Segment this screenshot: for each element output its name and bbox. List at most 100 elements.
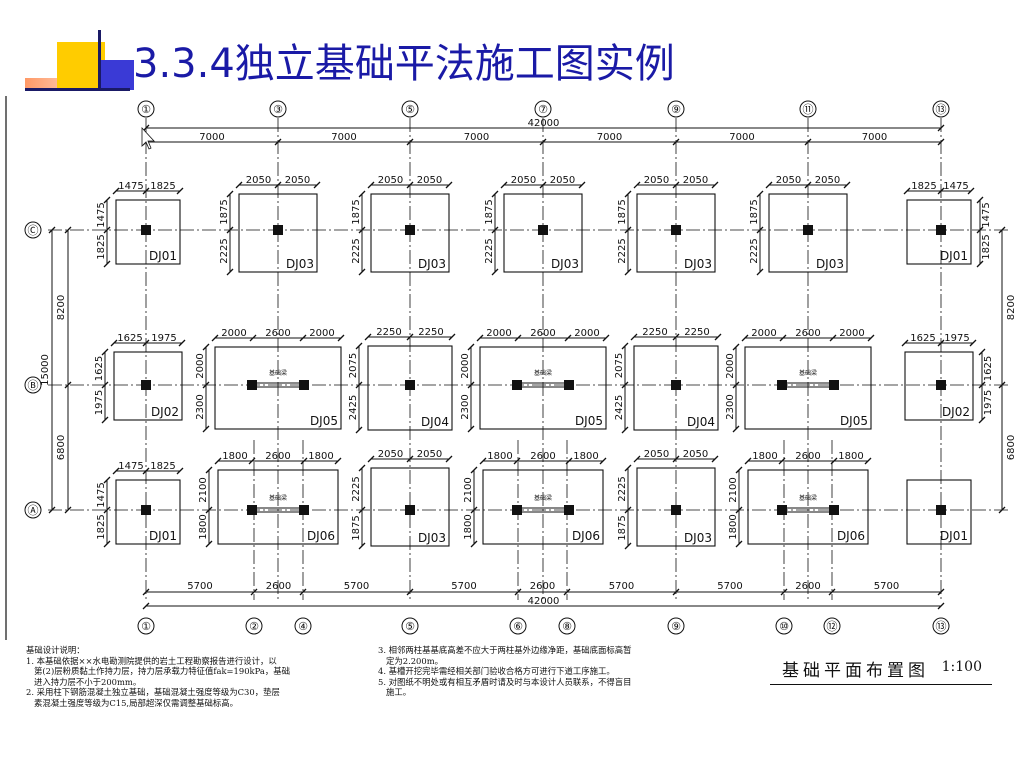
- dimension-tick: [672, 455, 680, 463]
- foundation-label: DJ06: [572, 529, 600, 543]
- column: [777, 505, 787, 515]
- column: [299, 380, 309, 390]
- dimension-tick: [672, 333, 680, 341]
- dimension-tick: [602, 334, 610, 342]
- dimension-tick: [64, 506, 72, 514]
- dimension-text: 2600: [795, 451, 820, 462]
- plan-title-block: 基础平面布置图 1:100: [770, 654, 992, 685]
- dimension-text: 2225: [351, 476, 362, 501]
- column: [538, 225, 548, 235]
- column: [671, 380, 681, 390]
- column: [936, 505, 946, 515]
- dimension-tick: [448, 333, 456, 341]
- dimension-text: 2050: [246, 175, 271, 186]
- dimension-tick: [491, 190, 499, 198]
- dimension-tick: [112, 187, 120, 195]
- dimension-tick: [901, 339, 909, 347]
- design-notes-right: 3. 相邻两柱基基底高差不应大于两柱基外边缘净距，基础底面标高暂 定为2.200…: [378, 645, 708, 698]
- dimension-text: 2300: [460, 394, 471, 419]
- dimension-tick: [633, 181, 641, 189]
- column: [405, 380, 415, 390]
- slide-title: 3.3.4独立基础平法施工图实例: [133, 41, 675, 87]
- dimension-text: 7000: [464, 132, 489, 143]
- dimension-text: 2050: [511, 175, 536, 186]
- foundation-label: DJ01: [149, 249, 177, 263]
- column: [564, 380, 574, 390]
- dimension-tick: [672, 181, 680, 189]
- column: [512, 505, 522, 515]
- dimension-text: 2000: [195, 353, 206, 378]
- foundation-label: DJ03: [418, 531, 446, 545]
- axis-label: ⑫: [827, 620, 838, 633]
- dimension-tick: [804, 181, 812, 189]
- dimension-text: 5700: [451, 581, 476, 592]
- dimension-text: 1475: [118, 461, 143, 472]
- dimension-text: 2000: [725, 353, 736, 378]
- dimension-text: 5700: [717, 581, 742, 592]
- design-note-line: 基础设计说明：: [26, 645, 85, 655]
- axis-label: Ⓐ: [28, 504, 39, 517]
- dimension-tick: [101, 416, 109, 424]
- column: [141, 380, 151, 390]
- dimension-text: 2600: [795, 328, 820, 339]
- dimension-tick: [48, 506, 56, 514]
- dimension-text: 1875: [749, 199, 760, 224]
- mouse-cursor-icon: [141, 126, 155, 150]
- dimension-tick: [756, 190, 764, 198]
- foundation-beam-label: 基础梁: [534, 494, 552, 502]
- foundation-outline: [367, 345, 453, 431]
- foundation-outline: [636, 193, 716, 273]
- dimension-tick: [299, 334, 307, 342]
- dimension-text: 2000: [309, 328, 334, 339]
- dimension-tick: [624, 190, 632, 198]
- axis-label: ⑬: [936, 103, 947, 116]
- dimension-text: 1975: [944, 333, 969, 344]
- foundation-outline: [482, 469, 604, 545]
- dimension-text: 2300: [725, 394, 736, 419]
- axis-label: ④: [298, 620, 308, 633]
- axis-bubble: [534, 100, 552, 118]
- dimension-tick: [714, 333, 722, 341]
- dimension-text: 6800: [56, 435, 67, 460]
- dimension-text: 2000: [460, 353, 471, 378]
- dimension-text: 2425: [348, 395, 359, 420]
- dimension-tick: [235, 181, 243, 189]
- dimension-text: 1625: [117, 333, 142, 344]
- dimension-tick: [226, 190, 234, 198]
- dimension-text: 2050: [683, 449, 708, 460]
- dimension-tick: [937, 588, 945, 596]
- dimension-text: 15000: [40, 354, 51, 386]
- dimension-text: 2075: [614, 353, 625, 378]
- dimension-text: 2225: [617, 238, 628, 263]
- dimension-tick: [358, 464, 366, 472]
- dimension-text: 2050: [378, 175, 403, 186]
- axis-label: Ⓑ: [28, 379, 39, 392]
- design-note-line: 4. 基槽开挖完毕需经相关部门验收合格方可进行下道工序施工。: [378, 666, 615, 676]
- foundation-outline: [906, 199, 972, 265]
- dimension-tick: [467, 425, 475, 433]
- dimension-tick: [205, 540, 213, 548]
- dimension-tick: [741, 334, 749, 342]
- axis-label: ⑤: [405, 620, 415, 633]
- dimension-tick: [214, 457, 222, 465]
- foundation-label: DJ05: [310, 414, 338, 428]
- foundation-beam-label: 基础梁: [269, 494, 287, 502]
- dimension-text: 1800: [728, 514, 739, 539]
- dimension-tick: [178, 339, 186, 347]
- dimension-tick: [112, 467, 120, 475]
- dimension-tick: [804, 138, 812, 146]
- dimension-tick: [778, 457, 786, 465]
- dimension-tick: [103, 226, 111, 234]
- foundation-label: DJ01: [149, 529, 177, 543]
- axis-label: ②: [249, 620, 259, 633]
- title-decoration-vertical-line: [98, 30, 101, 90]
- dimension-tick: [367, 181, 375, 189]
- dimension-tick: [355, 426, 363, 434]
- design-note-line: 素混凝土强度等级为C15,局部超深仅需调整基础标高。: [26, 697, 238, 708]
- dimension-text: 8200: [1006, 295, 1017, 320]
- foundation-label: DJ03: [418, 257, 446, 271]
- foundation-label: DJ03: [551, 257, 579, 271]
- axis-label: ⑩: [779, 620, 789, 633]
- column: [247, 505, 257, 515]
- dimension-tick: [976, 226, 984, 234]
